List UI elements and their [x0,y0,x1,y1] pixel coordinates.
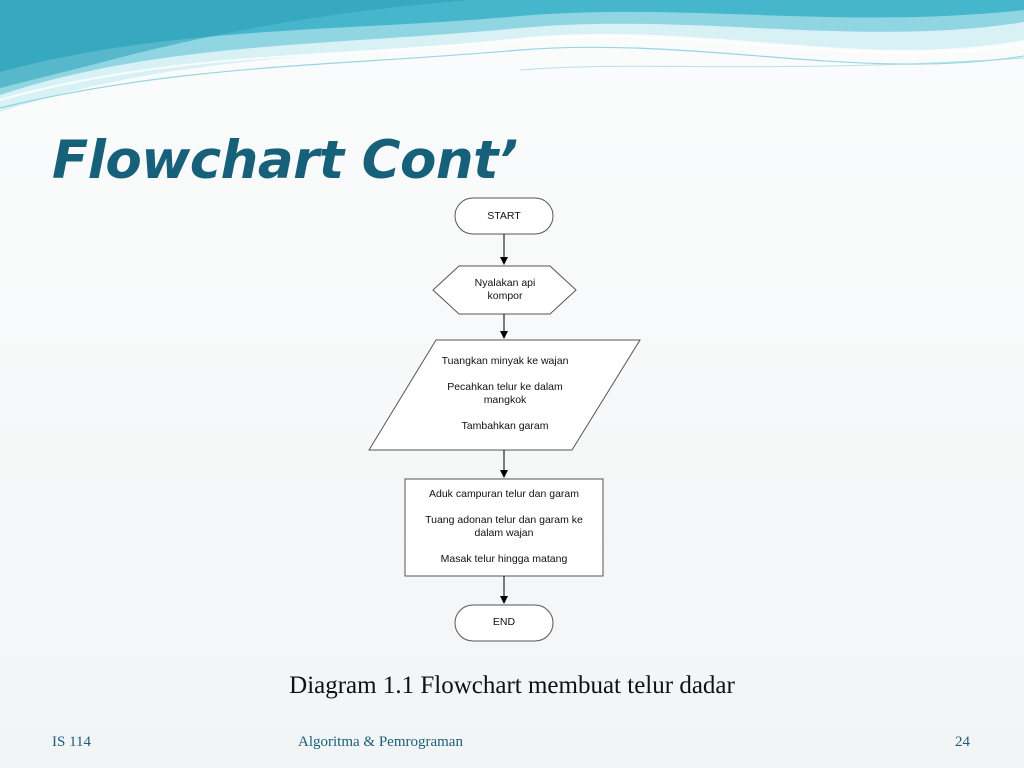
slide-title: Flowchart Cont’ [52,130,518,191]
step3-line: Aduk campuran telur dan garam [429,488,579,500]
process-box [404,478,604,577]
header-wave-decoration [0,0,1024,112]
step2-line: Tuangkan minyak ke wajan [441,355,569,367]
end-label: END [492,616,516,628]
step2-text: Tuangkan minyak ke wajan Pecahkan telur … [405,355,605,433]
end-terminator [454,604,554,642]
step3-line: Tuang adonan telur dan garam ke [425,514,583,526]
start-label: START [487,210,521,222]
footer-page-number: 24 [955,734,970,750]
step3-text: Aduk campuran telur dan garam Tuang adon… [405,488,603,566]
footer-course-code: IS 114 [52,734,92,750]
footer-course-name: Algoritma & Pemrograman [298,734,463,750]
step2-line: Pecahkan telur ke dalam [447,381,563,393]
preparation-hexagon [432,265,577,315]
step1-line: Nyalakan api [474,277,536,289]
step3-line: Masak telur hingga matang [440,553,568,565]
step1-text: Nyalakan api kompor [440,277,570,303]
input-output-parallelogram [368,339,641,451]
step2-line: Tambahkan garam [461,420,549,432]
diagram-caption: Diagram 1.1 Flowchart membuat telur dada… [289,672,735,699]
step1-line: kompor [487,290,523,302]
step3-line: dalam wajan [474,527,534,539]
step2-line: mangkok [483,394,527,406]
